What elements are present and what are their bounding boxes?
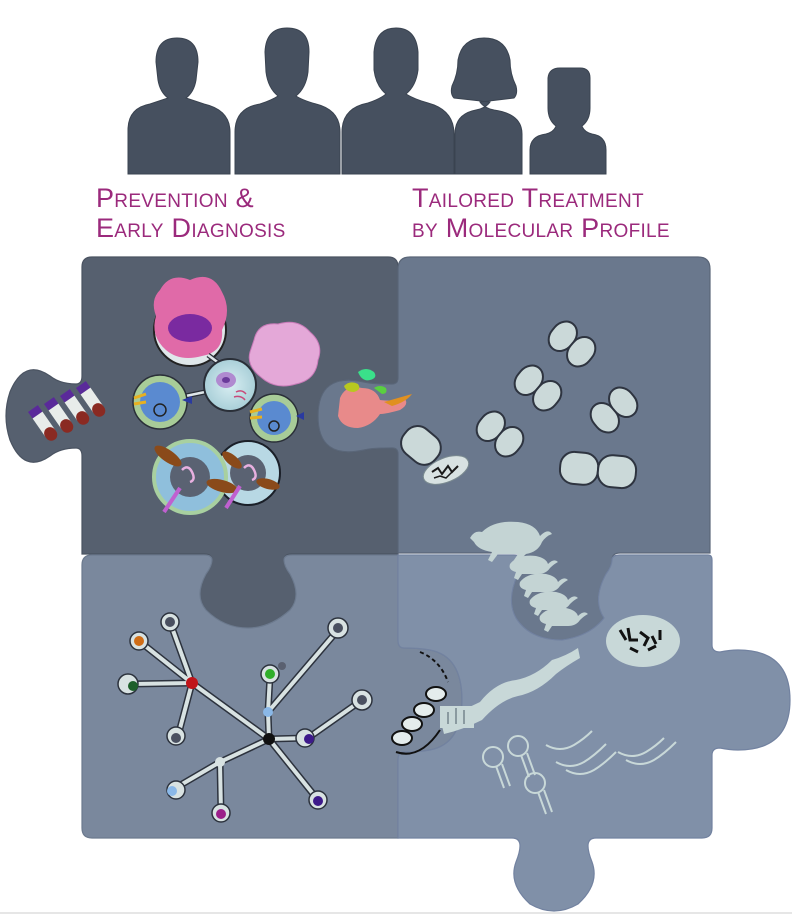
network-node	[167, 786, 177, 796]
caption-right-line2: by Molecular Profile	[412, 213, 670, 243]
pill-capsules-icon	[400, 320, 639, 490]
caption-right-line1: Tailored Treatment	[412, 183, 644, 213]
network-hub-node	[186, 677, 198, 689]
population-silhouettes	[127, 27, 607, 175]
network-node	[263, 707, 273, 717]
nanoparticle-pair-icon	[152, 439, 281, 515]
blood-sample-tubes-icon	[28, 381, 106, 441]
molecular-network-icon	[117, 612, 373, 823]
microrna-hairpins-icon	[482, 735, 553, 815]
rna-strands-icon	[545, 730, 677, 775]
network-node	[265, 669, 275, 679]
network-node	[171, 733, 181, 743]
woman-silhouette-icon	[450, 37, 523, 175]
karyotype-nucleus-icon	[606, 615, 680, 667]
network-node	[216, 809, 226, 819]
child-silhouette-icon	[529, 67, 607, 175]
network-node	[134, 636, 144, 646]
dna-helix-icon	[440, 648, 580, 734]
eukaryotic-cell-icon	[203, 358, 257, 412]
network-node	[165, 617, 175, 627]
protein-structure-icon	[338, 369, 412, 428]
caption-left-line2: Early Diagnosis	[96, 213, 286, 243]
network-node	[313, 796, 323, 806]
chromatin-fiber-icon	[391, 651, 449, 755]
liposome-cell-left-icon	[132, 374, 192, 430]
network-hub-node	[263, 733, 275, 745]
histology-cells-icon	[153, 276, 227, 367]
tissue-section-icon	[248, 321, 321, 387]
person-silhouette-icon	[341, 27, 455, 175]
caption-prevention-early-diagnosis: Prevention & Early Diagnosis	[96, 183, 286, 243]
network-node	[333, 623, 343, 633]
person-silhouette-icon	[234, 27, 341, 175]
person-silhouette-icon	[127, 37, 231, 175]
caption-tailored-treatment: Tailored Treatment by Molecular Profile	[412, 183, 670, 243]
network-node	[357, 695, 367, 705]
network-node	[278, 662, 286, 670]
liposome-cell-right-icon	[249, 393, 304, 443]
caption-left-line1: Prevention &	[96, 183, 254, 213]
chromosome-spread-icon	[422, 455, 470, 485]
network-node	[128, 681, 138, 691]
animal-models-icon	[470, 521, 588, 632]
puzzle-piece-bottom-right	[397, 554, 791, 912]
network-node	[304, 734, 314, 744]
